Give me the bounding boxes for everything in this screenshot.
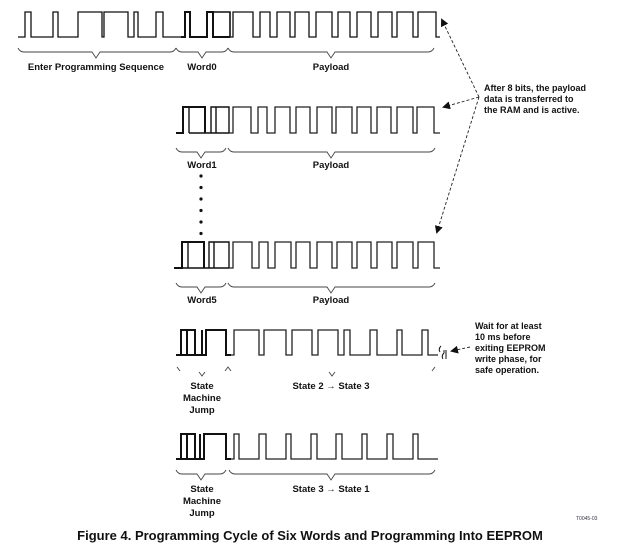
bracket-state23-jump-tip	[198, 371, 206, 377]
brackets-row1	[175, 147, 436, 159]
label-state-machine-jump-1: State Machine Jump	[172, 381, 232, 417]
note-line: data is transferred to	[484, 94, 574, 104]
brackets-row5	[175, 282, 436, 294]
label-payload-row1: Payload	[312, 160, 350, 171]
note-line: safe operation.	[475, 365, 540, 375]
label-state2-to-state3: State 2 → State 3	[292, 381, 370, 392]
note-line: exiting EEPROM	[475, 343, 546, 353]
payload-transfer-note: After 8 bits, the payload data is transf…	[484, 83, 586, 116]
arrow-to-row1	[442, 96, 480, 110]
note-line: 10 ms before	[475, 332, 531, 342]
bracket-word0	[175, 47, 229, 59]
arrow-to-row5	[434, 96, 480, 234]
note-line: the RAM and is active.	[484, 105, 580, 115]
eeprom-annotation-arrow	[450, 345, 471, 354]
ellipsis-dot	[199, 220, 203, 224]
waveform-row1	[176, 106, 440, 134]
payload-annotation-arrows	[434, 18, 480, 234]
figure-id: T0045-03	[576, 516, 598, 522]
ellipsis-dot	[199, 185, 203, 190]
label-word0: Word0	[187, 62, 217, 73]
label-line: State	[190, 381, 214, 392]
bracket-word1	[175, 147, 227, 159]
waveform-payload-row5[interactable]	[229, 241, 440, 269]
figure-caption: Figure 4. Programming Cycle of Six Words…	[77, 528, 543, 543]
eeprom-wait-note: Wait for at least 10 ms before exiting E…	[475, 321, 546, 376]
label-word5: Word5	[187, 295, 217, 306]
ellipsis-dot	[199, 208, 203, 213]
label-line: Jump	[189, 508, 215, 519]
bracket-state23-jump-left	[176, 366, 181, 372]
label-enter-programming-sequence: Enter Programming Sequence	[27, 62, 165, 73]
label-line: Machine	[182, 393, 221, 404]
label-state3-to-state1: State 3 → State 1	[292, 484, 370, 495]
bracket-payload-row1	[227, 147, 436, 159]
waveform-state31	[176, 433, 438, 460]
note-line: write phase, for	[475, 354, 542, 364]
bracket-entry-sequence	[17, 47, 177, 59]
bracket-state23-transfer-right	[431, 366, 436, 372]
ellipsis-dot	[199, 231, 203, 236]
ellipsis-dots	[199, 174, 203, 236]
ellipsis-dot	[199, 197, 203, 201]
note-line: After 8 bits, the payload	[484, 83, 587, 93]
note-line: Wait for at least	[475, 321, 542, 331]
waveform-payload-row0[interactable]	[230, 11, 440, 38]
brackets-row0	[17, 47, 435, 59]
bracket-state23-jump-right	[224, 366, 232, 372]
label-line: State	[190, 484, 214, 495]
brackets-state31	[175, 469, 436, 481]
bracket-state31-transfer	[228, 469, 436, 481]
bracket-word5	[175, 282, 227, 294]
bracket-state23-transfer-tip	[328, 371, 336, 377]
label-state-machine-jump-2: State Machine Jump	[172, 484, 232, 520]
arrow-to-break	[450, 345, 471, 354]
waveform-state23-transfer[interactable]	[231, 329, 438, 356]
label-word1: Word1	[187, 160, 217, 171]
label-line: Jump	[189, 405, 215, 416]
waveform-row0	[18, 11, 440, 38]
waveform-state23-jump[interactable]	[176, 329, 231, 356]
ellipsis-dot	[199, 174, 203, 178]
break-symbol	[438, 345, 447, 360]
arrow-to-row0	[440, 18, 480, 98]
waveform-state31-jump[interactable]	[176, 433, 231, 460]
waveform-entry-sequence	[18, 11, 181, 38]
waveform-row5	[174, 241, 440, 269]
waveform-state23	[176, 329, 447, 360]
brackets-state23	[176, 366, 436, 377]
waveform-word1[interactable]	[176, 106, 206, 134]
waveform-word5[interactable]	[174, 241, 205, 269]
label-payload-row0: Payload	[312, 62, 350, 73]
waveform-word0[interactable]	[181, 11, 230, 38]
label-payload-row5: Payload	[312, 295, 350, 306]
waveform-payload-row1[interactable]	[229, 106, 440, 134]
bracket-state31-jump	[175, 469, 227, 481]
label-line: Machine	[182, 496, 221, 507]
bracket-payload-row5	[227, 282, 436, 294]
bracket-payload-row0	[227, 47, 435, 59]
waveform-state31-transfer[interactable]	[231, 433, 438, 460]
